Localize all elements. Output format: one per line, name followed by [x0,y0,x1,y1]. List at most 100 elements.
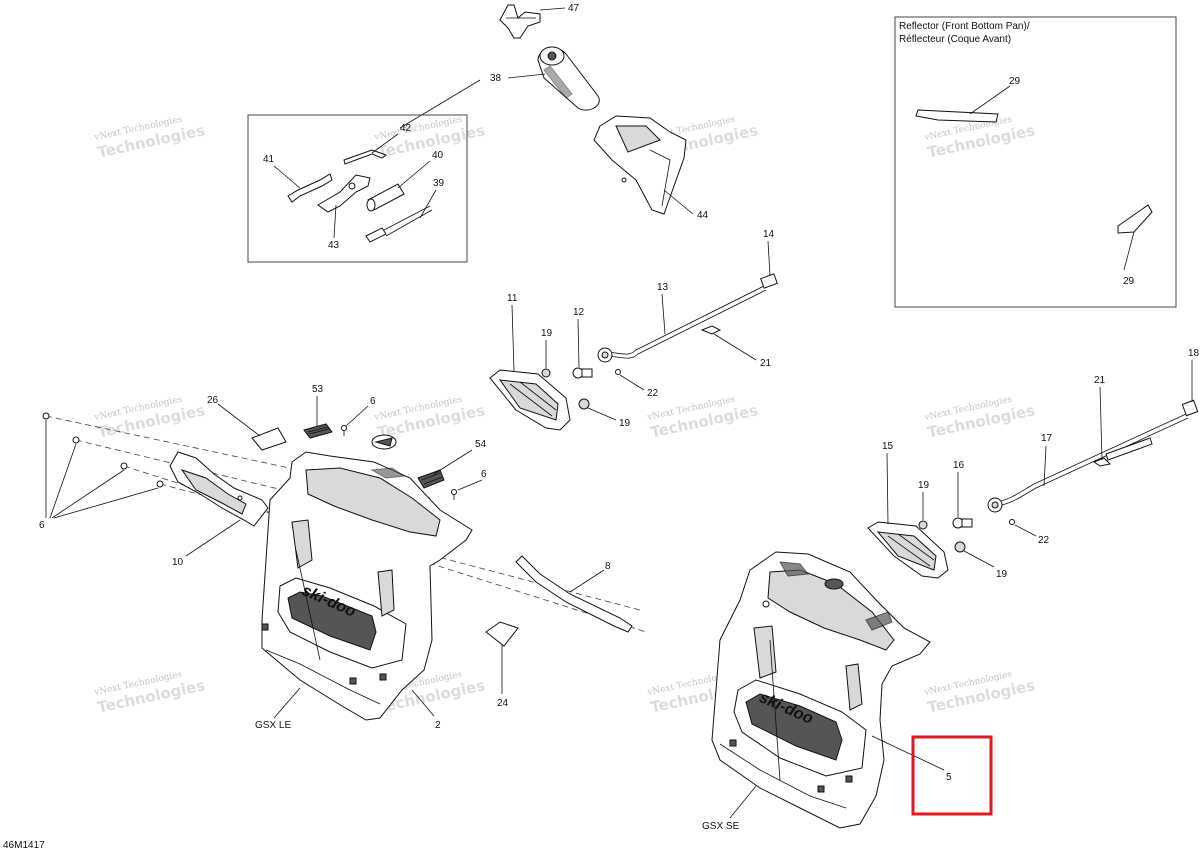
leader-line [371,133,399,154]
leader-line [273,687,301,719]
part-40-socket[interactable] [366,183,405,212]
part-29-reflector-b[interactable] [1117,204,1153,234]
callout-6a: 6 [39,520,45,531]
variant-label-gsx-se: GSX SE [702,821,740,832]
leader-line [433,449,473,475]
callout-44: 44 [697,210,709,221]
leader-line [333,204,337,239]
leader-line [399,79,481,129]
part-17-harness[interactable] [987,399,1199,513]
callout-24: 24 [497,698,509,709]
part-22-washer-b[interactable] [1009,519,1015,525]
part-10-side-panel[interactable] [169,451,269,527]
part-2-front-pan-le[interactable]: ski-doo [261,451,473,721]
callout-14: 14 [763,229,775,240]
leader-line [1043,445,1047,487]
part-21-tab-upper[interactable] [700,325,722,335]
part-29-reflector-a[interactable] [915,109,999,123]
part-8-bar[interactable] [515,555,633,633]
callout-29b: 29 [1123,276,1135,287]
part-16-bulb[interactable] [952,517,973,529]
part-41-spanner[interactable] [287,173,333,203]
part-5-front-pan-se[interactable]: ski-doo [711,551,931,829]
part-43-pliers[interactable] [317,174,371,213]
callout-19c: 19 [918,480,930,491]
part-15-lamp[interactable] [867,521,949,579]
part-54-vent[interactable] [417,469,445,489]
leader-line [886,452,889,525]
leader-line [507,73,546,79]
leader-lines-6 [45,420,159,519]
callout-17: 17 [1041,433,1053,444]
emblem-badge[interactable] [371,434,397,450]
part-19-grommet-b[interactable] [578,398,590,410]
leader-line [661,293,666,335]
part-6-screw-c[interactable] [451,489,457,501]
part-6-fasteners[interactable] [42,412,164,488]
leader-line [713,333,757,361]
callout-19b: 19 [619,418,631,429]
part-44-bracket[interactable] [593,115,687,215]
part-47-clip[interactable] [499,4,541,39]
leader-line [185,519,241,557]
callout-8: 8 [605,561,611,572]
callout-19a: 19 [541,328,553,339]
leader-line [1014,524,1037,537]
callout-12: 12 [573,307,585,318]
callout-10: 10 [172,557,184,568]
callout-40: 40 [432,150,444,161]
callout-15: 15 [882,441,894,452]
callout-16: 16 [953,460,965,471]
callout-6b: 6 [370,396,376,407]
part-19-grommet-d[interactable] [954,541,966,553]
inset-title-line2: Réflecteur (Coque Avant) [899,34,1011,45]
part-13-harness[interactable] [597,273,778,363]
callout-29a: 29 [1009,76,1021,87]
part-22-washer-a[interactable] [615,369,621,375]
part-6-screw-b[interactable] [341,425,347,437]
reflector-inset [894,16,1177,308]
callout-41: 41 [263,154,275,165]
part-24-decal[interactable] [485,621,519,647]
tool-kit-box [247,114,468,263]
part-53-vent[interactable] [303,423,333,439]
inset-title-line1: Reflector (Front Bottom Pan)/ [899,21,1030,32]
callout-18: 18 [1188,348,1200,359]
part-19-grommet-c[interactable] [918,520,928,530]
part-38-tube[interactable] [537,46,600,111]
part-12-bulb[interactable] [572,367,593,379]
part-21-tab-right[interactable] [1092,457,1112,467]
callout-39: 39 [433,178,445,189]
callout-38: 38 [490,73,502,84]
leader-line [587,407,617,421]
leader-line [457,479,483,491]
leader-line [419,189,437,219]
callout-53: 53 [312,384,324,395]
diagram-code: 46M1417 [3,840,45,851]
leader-line [411,689,435,717]
variant-label-gsx-le: GSX LE [255,720,291,731]
part-39-screwdriver[interactable] [365,205,433,243]
leader-line [963,550,995,568]
callout-43: 43 [328,240,340,251]
callout-2: 2 [435,720,441,731]
part-11-lamp[interactable] [489,369,571,431]
leader-line [1099,386,1103,461]
callout-11: 11 [507,293,518,304]
part-26-decal[interactable] [251,427,287,451]
leader-line [663,189,694,215]
part-19-grommet-a[interactable] [541,368,551,378]
leader-line [871,735,945,771]
leader-line [217,403,261,437]
leader-line [569,569,605,593]
part-42-wrench[interactable] [343,149,388,165]
leader-line [729,785,757,819]
